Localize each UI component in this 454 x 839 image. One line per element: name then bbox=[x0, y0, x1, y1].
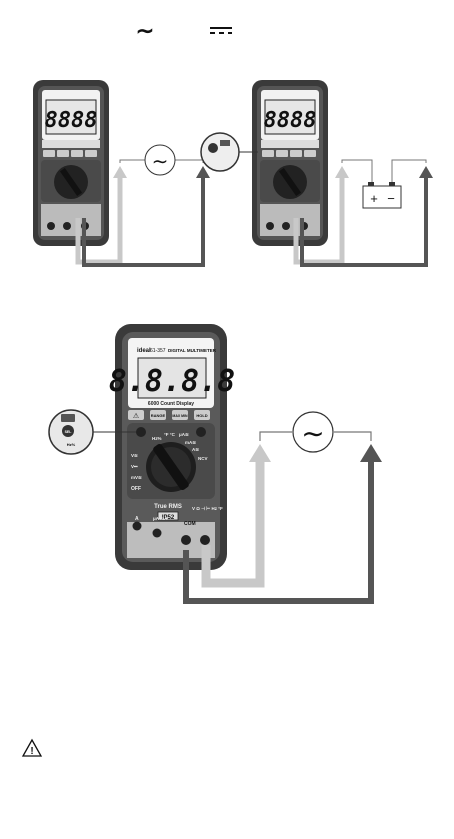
count-display-label: 6000 Count Display bbox=[148, 401, 194, 407]
svg-text:!: ! bbox=[30, 746, 33, 757]
battery-plus-label: + bbox=[370, 191, 378, 206]
warning-triangle-icon: ! bbox=[23, 740, 41, 757]
battery-icon bbox=[363, 186, 401, 208]
meter-large: ideal 61-357 DIGITAL MULTIMETER 8.8.8.8 … bbox=[109, 324, 235, 570]
svg-text:°F °C: °F °C bbox=[164, 432, 176, 437]
svg-text:⚠: ⚠ bbox=[133, 412, 139, 420]
svg-text:mV≅: mV≅ bbox=[131, 475, 142, 480]
meter-name: DIGITAL MULTIMETER bbox=[168, 348, 217, 353]
com-jack-label: COM bbox=[184, 521, 196, 527]
meter-dc-small: 8888 bbox=[252, 80, 328, 246]
off-label: OFF bbox=[131, 486, 141, 492]
dc-symbol-icon bbox=[210, 28, 232, 33]
sel-label: SEL bbox=[65, 430, 73, 434]
svg-text:V≅: V≅ bbox=[131, 453, 138, 458]
ac-source-symbol-large: ∼ bbox=[301, 418, 324, 449]
a-jack-label: A bbox=[135, 516, 139, 522]
meter-model: 61-357 bbox=[150, 348, 166, 354]
ua-jack-label: μA mA bbox=[153, 516, 168, 521]
svg-text:RANGE: RANGE bbox=[151, 413, 166, 418]
volt-jack bbox=[200, 535, 210, 545]
battery-minus-label: − bbox=[387, 191, 395, 206]
svg-text:A≅: A≅ bbox=[192, 447, 199, 452]
meter-ac-small: 8888 bbox=[33, 80, 109, 246]
svg-text:MAX MIN: MAX MIN bbox=[172, 414, 188, 418]
meter-brand: ideal bbox=[137, 348, 151, 354]
svg-text:HOLD: HOLD bbox=[196, 413, 207, 418]
svg-text:Hz%: Hz% bbox=[152, 436, 162, 441]
a-jack bbox=[133, 522, 142, 531]
ua-jack bbox=[153, 529, 162, 538]
svg-text:mA≅: mA≅ bbox=[185, 440, 196, 445]
sel-button-icon bbox=[136, 427, 146, 437]
backlight-button-icon bbox=[196, 427, 206, 437]
volt-jack-label: V Ω ⊣ ⊢ Hz °F bbox=[192, 504, 223, 511]
meter-display-digits-dc: 8888 bbox=[264, 108, 317, 133]
lcd-digits: 8.8.8.8 bbox=[109, 364, 235, 399]
true-rms-label: True RMS bbox=[154, 504, 182, 510]
svg-text:V⎓: V⎓ bbox=[131, 464, 138, 469]
svg-text:μA≅: μA≅ bbox=[179, 432, 189, 437]
com-jack bbox=[181, 535, 191, 545]
svg-text:NCV: NCV bbox=[198, 456, 208, 461]
sel-callout-small bbox=[201, 133, 258, 171]
ac-source-symbol: ∼ bbox=[152, 151, 169, 173]
meter-display-digits: 8888 bbox=[45, 108, 98, 133]
ac-symbol-icon: ∼ bbox=[136, 18, 154, 43]
callout-hz-label: Hz% bbox=[67, 442, 76, 447]
